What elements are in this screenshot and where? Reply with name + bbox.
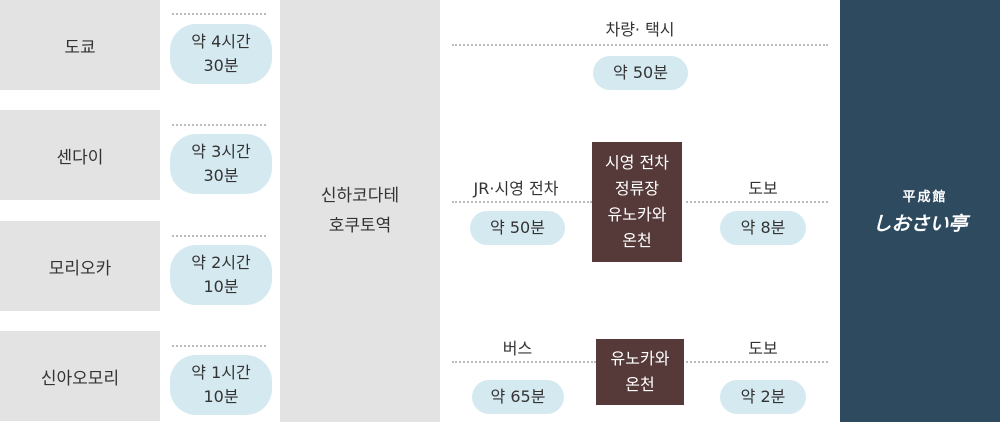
origin-shin-aomori: 신아오모리 — [0, 331, 160, 421]
duration-text: 약 4시간 — [191, 32, 251, 51]
hotel-logo: 平成館 しおさい亭 — [840, 0, 1000, 422]
stop-text: 온천 — [622, 231, 652, 250]
duration-pill: 약 3시간 30분 — [170, 134, 272, 194]
logo-line1: 平成館 — [902, 190, 948, 205]
origin-morioka: 모리오카 — [0, 221, 160, 311]
car-line — [452, 44, 828, 46]
walk-line — [686, 201, 828, 203]
stop-text: 온천 — [625, 375, 655, 394]
walk-label: 도보 — [748, 339, 778, 358]
divider — [172, 13, 266, 15]
stop-text: 정류장 — [614, 179, 660, 198]
station-name: 호쿠토역 — [328, 216, 392, 236]
divider — [172, 124, 266, 126]
divider — [172, 345, 266, 347]
walk-line — [686, 361, 828, 363]
walk-duration: 약 8분 — [720, 211, 806, 245]
divider — [172, 235, 266, 237]
duration-text: 30분 — [203, 56, 239, 75]
logo-line2: しおさい亭 — [872, 213, 968, 235]
bus-duration: 약 65분 — [472, 380, 564, 414]
stop-text: 유노카와 — [610, 349, 670, 368]
walk-label: 도보 — [748, 179, 778, 198]
origin-tokyo: 도쿄 — [0, 0, 160, 90]
tram-label: JR·시영 전차 — [473, 179, 559, 198]
bus-line — [452, 361, 596, 363]
bus-label: 버스 — [502, 339, 533, 358]
duration-text: 10분 — [203, 277, 239, 296]
tram-duration: 약 50분 — [470, 211, 565, 245]
stop-text: 시영 전차 — [605, 153, 669, 172]
duration-text: 약 2시간 — [191, 253, 251, 272]
duration-pill: 약 4시간 30분 — [170, 24, 272, 84]
duration-text: 약 1시간 — [191, 363, 251, 382]
duration-pill: 약 2시간 10분 — [170, 245, 272, 305]
duration-text: 약 3시간 — [191, 142, 251, 161]
duration-text: 30분 — [203, 166, 239, 185]
duration-text: 10분 — [203, 387, 239, 406]
car-duration: 약 50분 — [593, 56, 688, 90]
duration-pill: 약 1시간 10분 — [170, 355, 272, 415]
stop-text: 유노카와 — [607, 205, 667, 224]
tram-line — [452, 201, 592, 203]
walk-duration: 약 2분 — [720, 380, 806, 414]
station-name: 신하코다테 — [320, 186, 400, 206]
car-label: 차량· 택시 — [605, 20, 675, 39]
origin-sendai: 센다이 — [0, 110, 160, 200]
